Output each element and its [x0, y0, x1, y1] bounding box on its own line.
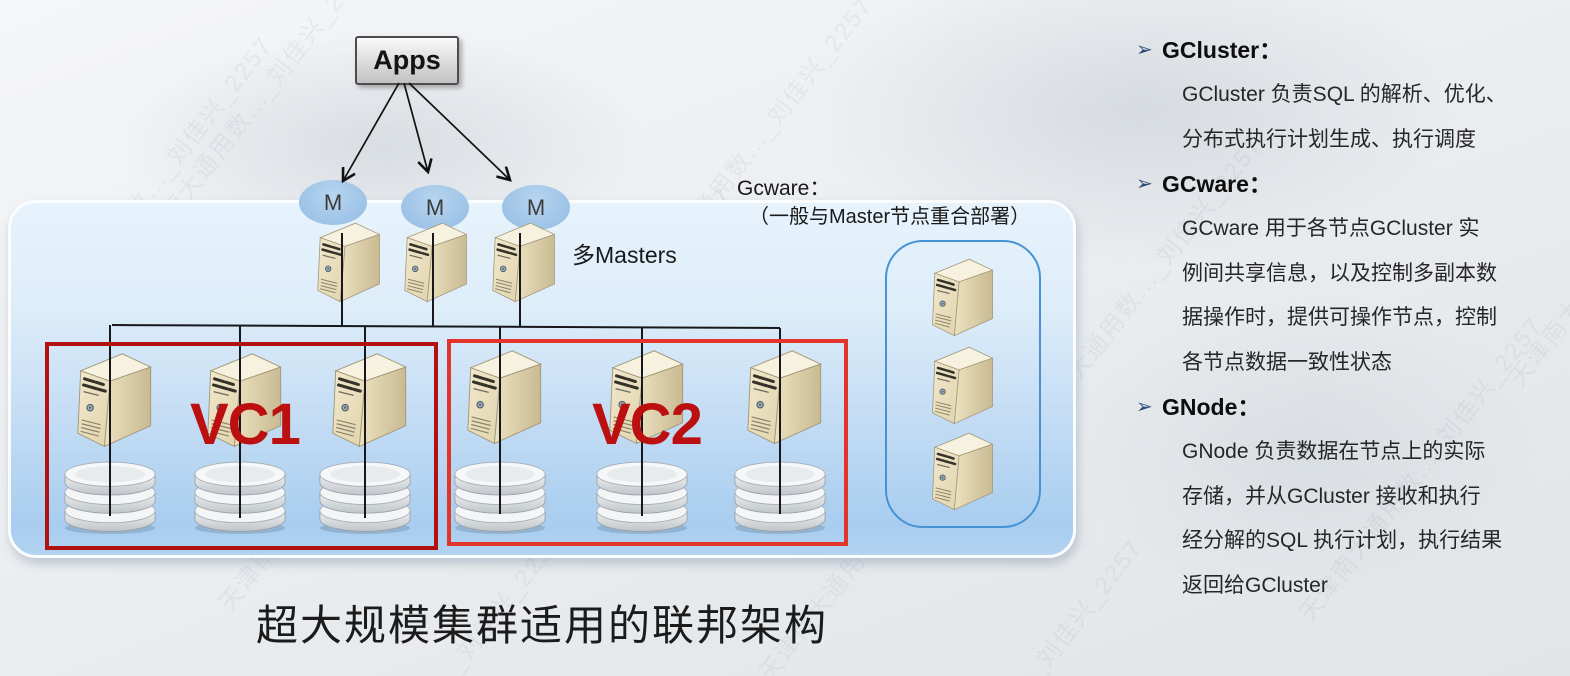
- bullet-arrow-icon: ➢: [1136, 396, 1153, 418]
- apps-label: Apps: [373, 45, 441, 75]
- legend-item-text-line: GCluster 负责SQL 的解析、优化、: [1182, 83, 1507, 106]
- vc2-boundary: [447, 339, 848, 546]
- server-icon: [920, 344, 998, 430]
- bullet-arrow-icon: ➢: [1136, 173, 1153, 195]
- legend-item-text-line: 经分解的SQL 执行计划，执行结果: [1182, 529, 1503, 552]
- bullet-arrow-icon: ➢: [1136, 39, 1153, 61]
- legend-panel: ➢ GCluster： GCluster 负责SQL 的解析、优化、分布式执行计划生…: [1118, 28, 1570, 608]
- masters-note: 多Masters: [572, 242, 677, 268]
- server-icon: [392, 218, 472, 310]
- vc2-label: VC2: [592, 392, 703, 457]
- legend-item-text-line: GNode 负责数据在节点上的实际: [1182, 440, 1486, 463]
- master-label: M: [526, 194, 546, 220]
- server-icon: [920, 256, 998, 342]
- legend-item-text-line: GCware 用于各节点GCluster 实: [1182, 217, 1480, 240]
- legend-item-1: ➢ GCware： GCware 用于各节点GCluster 实例间共享信息，以及控…: [1118, 162, 1570, 385]
- apps-box: Apps: [355, 36, 459, 85]
- server-icon: [480, 218, 560, 310]
- diagram-caption: 超大规模集群适用的联邦架构: [256, 602, 829, 649]
- legend-item-0: ➢ GCluster： GCluster 负责SQL 的解析、优化、分布式执行计划生…: [1118, 28, 1570, 162]
- legend-item-text-line: 据操作时，提供可操作节点，控制: [1182, 306, 1497, 329]
- legend-item-text-line: 分布式执行计划生成、执行调度: [1182, 127, 1476, 151]
- gcware-note: （一般与Master节点重合部署）: [749, 206, 1031, 228]
- legend-item-2: ➢ GNode： GNode 负责数据在节点上的实际存储，并从GCluster 接收…: [1118, 385, 1570, 608]
- legend-item-title: GCware：: [1162, 171, 1272, 197]
- legend-item-text-line: 返回给GCluster: [1182, 573, 1328, 597]
- gcware-title: Gcware：: [737, 177, 831, 200]
- legend-item-text-line: 各节点数据一致性状态: [1182, 350, 1392, 374]
- server-icon: [305, 218, 385, 310]
- legend-item-title: GCluster：: [1162, 37, 1283, 63]
- vc1-label: VC1: [190, 392, 301, 457]
- legend-item-title: GNode：: [1162, 394, 1261, 420]
- server-icon: [920, 430, 998, 516]
- master-label: M: [323, 189, 343, 215]
- master-label: M: [425, 194, 445, 220]
- vc1-boundary: [45, 342, 438, 550]
- legend-item-text-line: 存储，并从GCluster 接收和执行: [1182, 484, 1481, 508]
- legend-item-text-line: 例间共享信息，以及控制多副本数: [1182, 261, 1497, 285]
